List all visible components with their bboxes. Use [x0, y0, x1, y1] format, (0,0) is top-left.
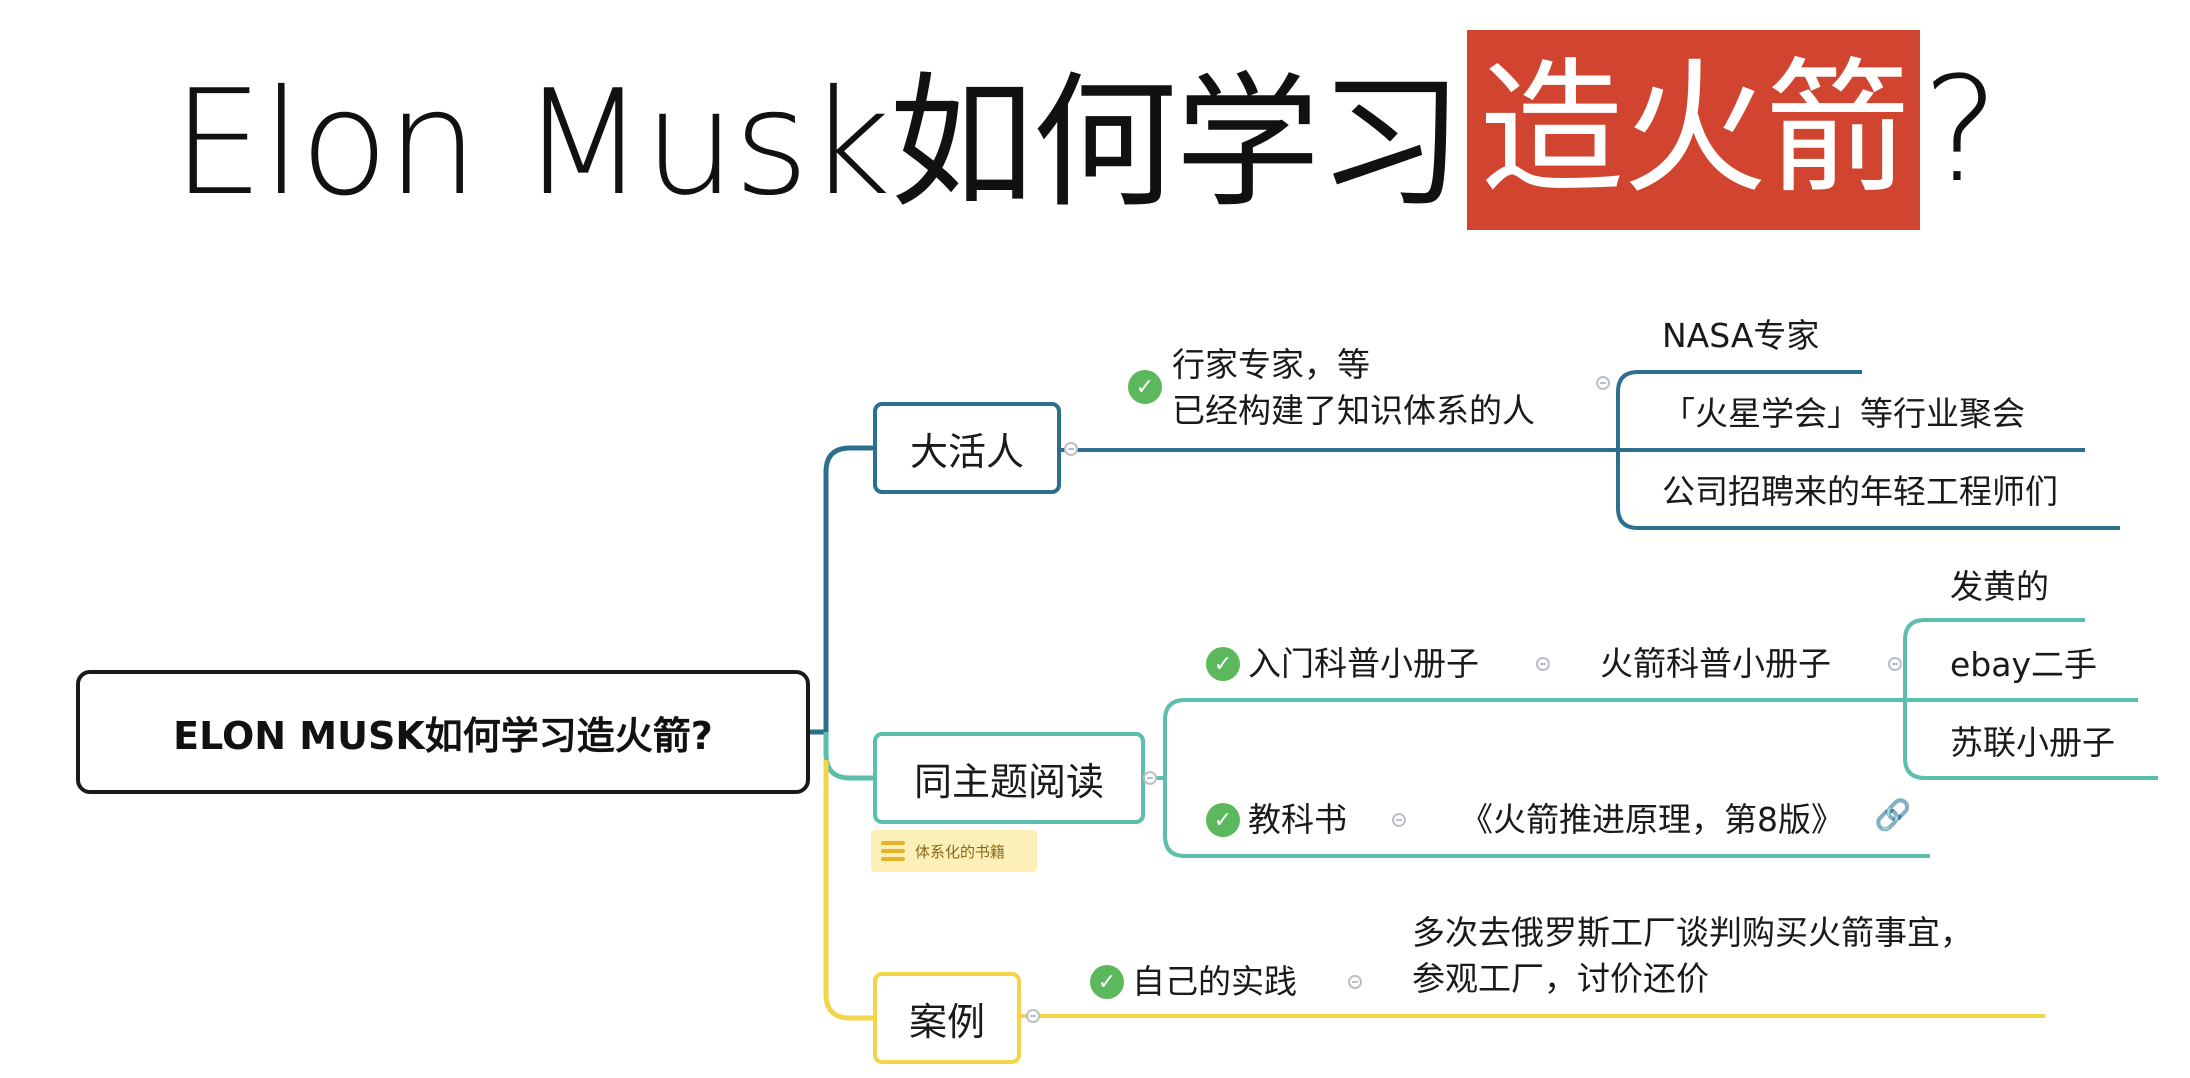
connector-reading-leaves-bottom: [1903, 700, 2158, 780]
title-suffix: ?: [1922, 45, 1999, 215]
check-icon: ✓: [1090, 965, 1124, 999]
collapse-practice-icon[interactable]: [1348, 975, 1362, 989]
collapse-case-icon[interactable]: [1026, 1009, 1040, 1023]
connector-root-case: [823, 760, 873, 1021]
note-icon: [881, 841, 905, 861]
link-icon[interactable]: 🔗: [1874, 798, 1912, 833]
branch-reading[interactable]: 同主题阅读: [873, 732, 1145, 824]
check-icon: ✓: [1206, 647, 1240, 681]
child-rocket-propulsion[interactable]: 《火箭推进原理，第8版》: [1460, 800, 1844, 839]
title-prefix: Elon Musk如何学习: [172, 59, 1463, 228]
connector-reading-leaves-top: [1903, 618, 2085, 700]
connector-people-fork: [1616, 370, 1862, 450]
collapse-textbook-icon[interactable]: [1392, 813, 1406, 827]
topic-intro-booklets[interactable]: 入门科普小册子: [1248, 644, 1479, 683]
connector-root-reading: [823, 732, 873, 781]
leaf-nasa[interactable]: NASA专家: [1662, 316, 1820, 355]
collapse-reading-icon[interactable]: [1143, 771, 1157, 785]
connector-people-bottom: [1616, 450, 2120, 530]
leaf-young-engineers[interactable]: 公司招聘来的年轻工程师们: [1662, 472, 2058, 511]
check-icon: ✓: [1128, 370, 1162, 404]
note-label-text: 体系化的书籍: [915, 842, 1006, 861]
page-title: Elon Musk如何学习造火箭?: [172, 30, 1999, 230]
topic-textbook[interactable]: 教科书: [1248, 800, 1347, 839]
leaf-mars-society[interactable]: 「火星学会」等行业聚会: [1662, 394, 2025, 433]
collapse-intro-icon[interactable]: [1536, 657, 1550, 671]
connector-reading-fork: [1145, 698, 2138, 780]
collapse-experts-icon[interactable]: [1596, 376, 1610, 390]
root-node[interactable]: ELON MUSK如何学习造火箭?: [76, 670, 810, 794]
check-icon: ✓: [1206, 803, 1240, 837]
connector-root-people: [810, 445, 873, 735]
topic-own-practice[interactable]: 自己的实践: [1132, 962, 1297, 1001]
branch-case[interactable]: 案例: [873, 972, 1021, 1064]
leaf-soviet[interactable]: 苏联小册子: [1950, 723, 2115, 762]
connector-reading-textbook: [1163, 778, 1930, 858]
topic-experts[interactable]: 行家专家，等 已经构建了知识体系的人: [1172, 345, 1535, 430]
branch-people[interactable]: 大活人: [873, 402, 1061, 494]
note-label[interactable]: 体系化的书籍: [871, 830, 1037, 872]
leaf-ebay[interactable]: ebay二手: [1950, 645, 2098, 684]
child-rocket-booklets[interactable]: 火箭科普小册子: [1600, 644, 1831, 683]
collapse-people-icon[interactable]: [1064, 442, 1078, 456]
collapse-booklets-icon[interactable]: [1888, 657, 1902, 671]
leaf-yellowed[interactable]: 发黄的: [1950, 567, 2049, 606]
child-russia-trips[interactable]: 多次去俄罗斯工厂谈判购买火箭事宜， 参观工厂，讨价还价: [1412, 913, 1973, 998]
title-highlight: 造火箭: [1467, 30, 1921, 230]
